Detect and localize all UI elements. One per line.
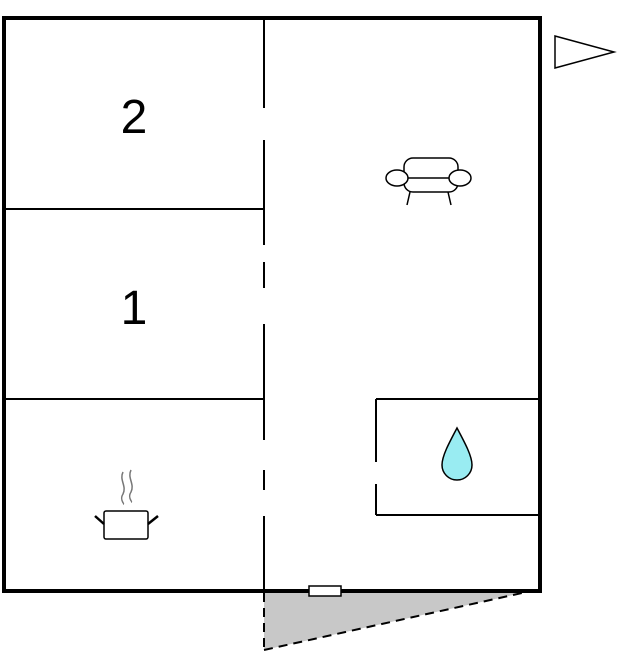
water-drop-icon xyxy=(441,426,473,481)
sofa-icon xyxy=(385,157,472,206)
cooking-pot-icon xyxy=(94,469,159,540)
entrance-door xyxy=(308,585,342,597)
terrace-area xyxy=(264,593,522,650)
room-label-2: 2 xyxy=(121,91,148,144)
room-label-1: 1 xyxy=(121,282,148,335)
north-arrow-icon xyxy=(554,35,617,69)
bathroom-walls xyxy=(375,398,538,516)
outer-wall xyxy=(2,16,542,593)
